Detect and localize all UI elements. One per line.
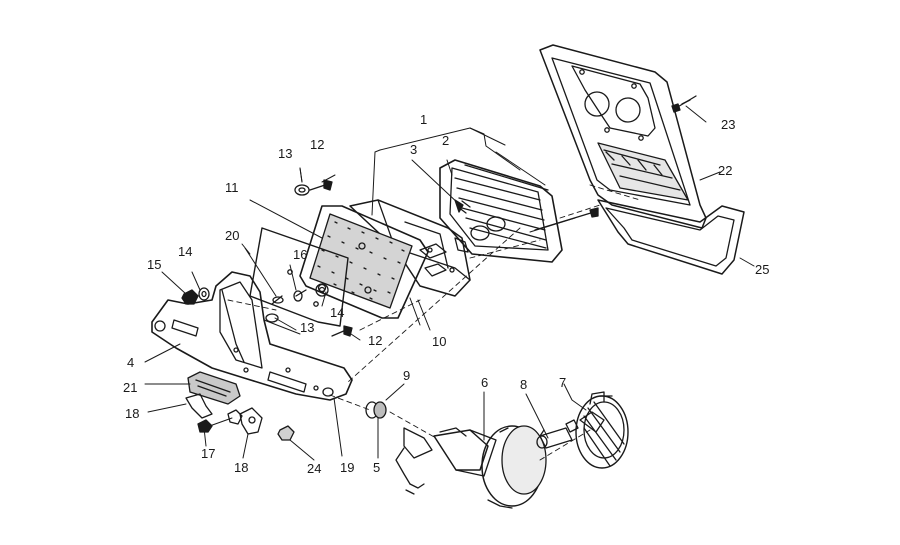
callout-14-right: 14 bbox=[330, 305, 345, 320]
callout-3: 3 bbox=[410, 142, 418, 157]
washer-13-lower bbox=[265, 313, 279, 323]
callout-2: 2 bbox=[442, 133, 450, 148]
callout-15: 15 bbox=[147, 257, 162, 272]
nut-24 bbox=[277, 425, 295, 441]
callout-13-top: 13 bbox=[278, 146, 293, 161]
callout-16: 16 bbox=[293, 247, 308, 262]
screw-23 bbox=[671, 95, 697, 113]
plate-holder-22 bbox=[539, 44, 707, 229]
callout-7: 7 bbox=[559, 375, 567, 390]
clip-18-right bbox=[239, 407, 263, 435]
signal-lens-7 bbox=[575, 391, 629, 469]
callout-8: 8 bbox=[520, 377, 528, 392]
glass-11 bbox=[299, 205, 429, 319]
screw-16 bbox=[293, 283, 329, 302]
callout-25: 25 bbox=[755, 262, 770, 277]
pad-21 bbox=[187, 371, 241, 405]
callout-12-lower: 12 bbox=[368, 333, 383, 348]
gasket-25 bbox=[597, 199, 745, 275]
callout-12-top: 12 bbox=[310, 137, 325, 152]
callout-20: 20 bbox=[225, 228, 240, 243]
grommet-9 bbox=[365, 401, 387, 419]
nut-17-right bbox=[227, 409, 243, 425]
callout-10: 10 bbox=[432, 334, 447, 349]
construction-lines bbox=[227, 184, 641, 461]
callout-19: 19 bbox=[340, 460, 355, 475]
clip-18-left bbox=[185, 393, 213, 419]
callout-17: 17 bbox=[201, 446, 216, 461]
callout-1: 1 bbox=[420, 112, 428, 127]
callout-11: 11 bbox=[225, 180, 239, 195]
callout-21: 21 bbox=[123, 380, 138, 395]
callout-5: 5 bbox=[373, 460, 381, 475]
reflector-plate bbox=[249, 227, 349, 327]
screw-12-top bbox=[294, 179, 333, 196]
callout-14-left: 14 bbox=[178, 244, 193, 259]
bracket-4 bbox=[151, 271, 353, 401]
leader-lines bbox=[144, 105, 755, 461]
callout-23: 23 bbox=[721, 117, 736, 132]
screw-12-lower bbox=[331, 325, 353, 337]
signal-housing-6 bbox=[395, 425, 547, 509]
callout-6: 6 bbox=[481, 375, 489, 390]
callout-18-left: 18 bbox=[125, 406, 140, 421]
callout-9: 9 bbox=[403, 368, 411, 383]
nut-17-left bbox=[197, 419, 213, 433]
washer-14-left bbox=[198, 287, 210, 301]
callout-13-lower: 13 bbox=[300, 320, 315, 335]
callout-4: 4 bbox=[127, 355, 135, 370]
callout-18-right: 18 bbox=[234, 460, 249, 475]
callout-22: 22 bbox=[718, 163, 733, 178]
screw-20 bbox=[271, 295, 284, 305]
bulb-8 bbox=[536, 419, 579, 449]
callout-24: 24 bbox=[307, 461, 322, 476]
bulb-3 bbox=[454, 199, 506, 241]
